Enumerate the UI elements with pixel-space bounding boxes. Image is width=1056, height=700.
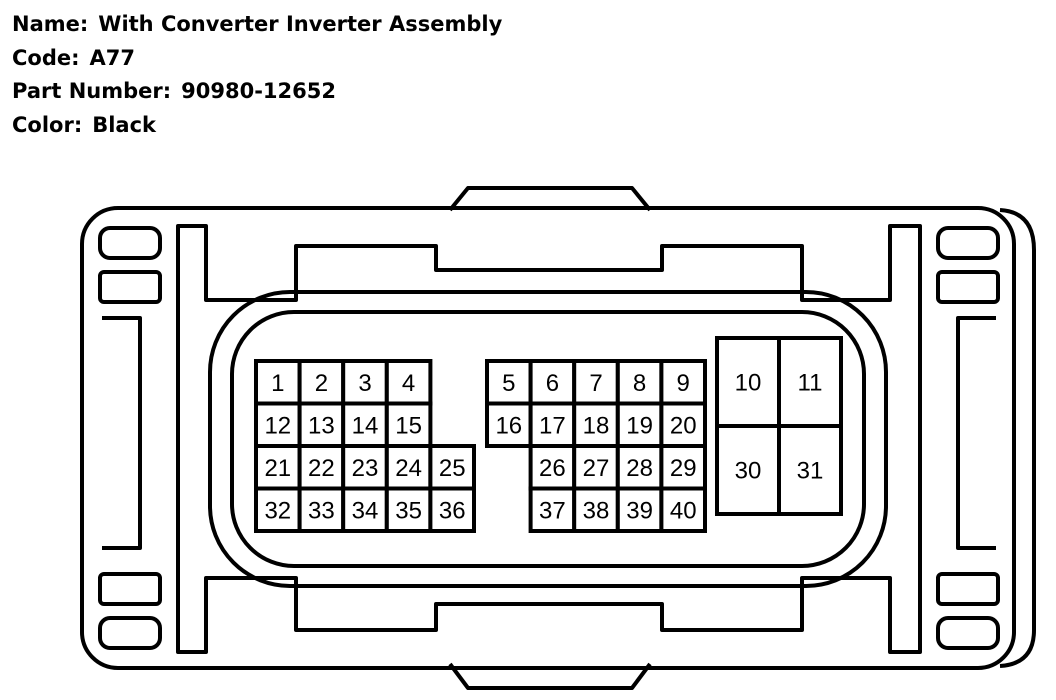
pin-label: 1: [271, 370, 284, 397]
lock-top-right-2: [936, 270, 1000, 304]
pin-label: 39: [626, 497, 653, 524]
pin-cavity: [341, 486, 389, 533]
pin-label: 37: [539, 497, 566, 524]
pin-cavity: [572, 486, 620, 533]
left-side-outline: [102, 316, 142, 550]
pin-label: 21: [264, 455, 291, 482]
large-pin-cavity: [777, 424, 843, 516]
pin-label: 22: [308, 455, 335, 482]
pin-label: 11: [798, 370, 823, 397]
code-value: A77: [89, 45, 135, 70]
pin-label: 35: [395, 497, 422, 524]
pin-label: 36: [439, 497, 466, 524]
pin-label: 8: [633, 370, 646, 397]
pin-label: 29: [670, 455, 697, 482]
pin-cavity: [659, 359, 708, 406]
connector-info: Name: With Converter Inverter Assembly Co…: [12, 8, 502, 142]
lock-top-right-1: [936, 226, 1000, 260]
inner-frame: [176, 224, 922, 654]
pin-cavity: [297, 486, 346, 533]
pin-cavity: [615, 486, 664, 533]
pin-cavity: [659, 486, 708, 533]
pin-label: 2: [315, 370, 328, 397]
name-row: Name: With Converter Inverter Assembly: [12, 8, 502, 42]
part-number-value: 90980-12652: [181, 79, 336, 103]
pin-label: 12: [264, 412, 291, 439]
cavity-outer-outline: [208, 290, 888, 588]
lock-top-left-2: [98, 270, 162, 304]
pin-label: 38: [583, 497, 610, 524]
pin-label: 3: [358, 370, 371, 397]
pin-label: 24: [395, 455, 422, 482]
pin-cavity: [572, 359, 620, 406]
pin-label: 13: [308, 412, 335, 439]
part-number-label: Part Number:: [12, 79, 172, 103]
large-pin-cavity: [715, 424, 781, 516]
pin-label: 40: [670, 497, 697, 524]
pin-cavity: [485, 359, 533, 406]
pin-cavity: [254, 486, 302, 533]
pin-label: 16: [495, 412, 522, 439]
connector-housing: [80, 186, 1036, 690]
pin-label: 23: [352, 455, 379, 482]
pin-label: 4: [402, 370, 415, 397]
right-depth-edge: [999, 208, 1036, 668]
pin-label: 33: [308, 497, 335, 524]
pin-label: 34: [352, 497, 379, 524]
bottom-latch: [448, 662, 652, 690]
pin-label: 25: [439, 455, 466, 482]
pin-label: 15: [395, 412, 422, 439]
pin-label: 7: [589, 370, 602, 397]
lock-bottom-right-1: [936, 572, 1000, 606]
lock-bottom-left-2: [98, 616, 162, 650]
pin-label: 20: [670, 412, 697, 439]
lock-bottom-right-2: [936, 616, 1000, 650]
large-pin-cavity: [777, 336, 843, 428]
name-value: With Converter Inverter Assembly: [98, 12, 503, 36]
part-number-row: Part Number: 90980-12652: [12, 75, 502, 109]
color-value: Black: [92, 112, 157, 137]
pin-label: 31: [797, 458, 824, 485]
pin-label: 6: [546, 370, 559, 397]
pin-label: 5: [502, 370, 515, 397]
cavity-inner-outline: [230, 310, 866, 568]
pin-label: 27: [583, 455, 610, 482]
lock-bottom-left-1: [98, 572, 162, 606]
lock-top-left-1: [98, 226, 162, 260]
top-latch: [448, 186, 652, 212]
pin-label: 32: [264, 497, 291, 524]
color-row: Color: Black: [12, 109, 502, 143]
pin-label: 17: [539, 412, 566, 439]
outer-shell: [80, 206, 1016, 670]
pin-cavity: [528, 401, 577, 448]
pin-cavity: [428, 486, 476, 533]
name-label: Name:: [12, 12, 89, 36]
pin-label: 30: [735, 458, 762, 485]
pin-label: 10: [735, 370, 762, 397]
color-label: Color:: [12, 112, 83, 137]
pin-label: 9: [677, 370, 690, 397]
right-side-outline: [956, 316, 996, 550]
pin-label: 19: [626, 412, 653, 439]
pin-label: 14: [352, 412, 379, 439]
pin-cavity: [384, 401, 433, 448]
pin-label: 28: [626, 455, 653, 482]
code-label: Code:: [12, 45, 80, 70]
pin-label: 18: [583, 412, 610, 439]
code-row: Code: A77: [12, 42, 502, 76]
pin-label: 26: [539, 455, 566, 482]
